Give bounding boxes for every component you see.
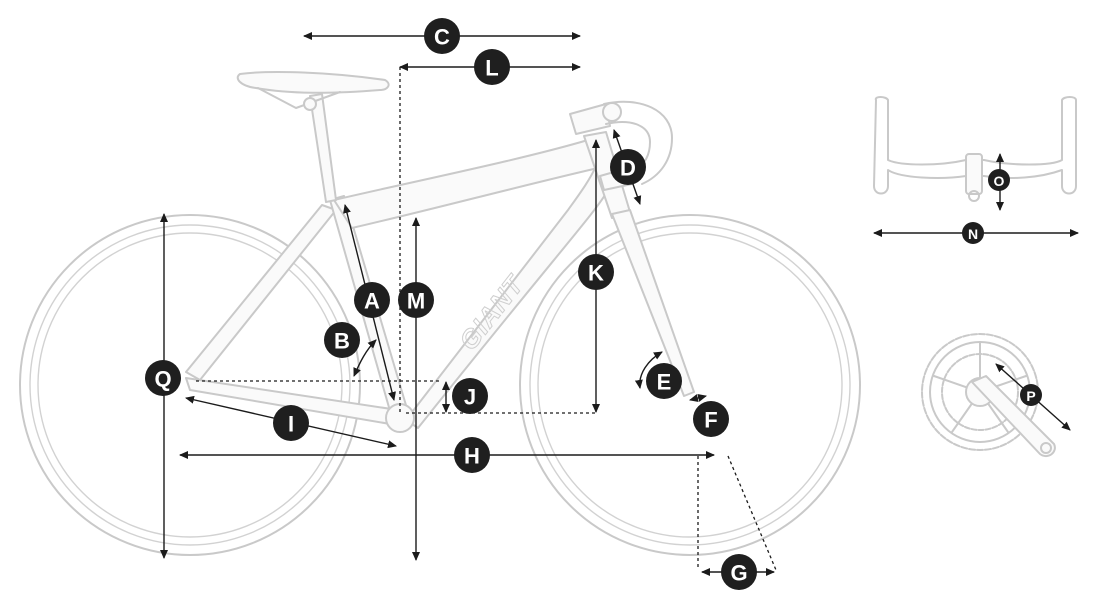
label-a: A bbox=[354, 282, 390, 318]
svg-text:P: P bbox=[1026, 388, 1035, 404]
svg-text:K: K bbox=[588, 261, 604, 286]
bike-illustration: GIANT bbox=[19, 71, 861, 556]
label-f: F bbox=[693, 401, 729, 437]
svg-text:O: O bbox=[994, 173, 1005, 189]
dimension-labels: C L D K A M B Q E J F I H G O N P bbox=[145, 18, 1042, 590]
svg-text:D: D bbox=[620, 156, 636, 181]
label-k: K bbox=[578, 254, 614, 290]
svg-text:J: J bbox=[464, 385, 476, 410]
label-e: E bbox=[646, 363, 682, 399]
label-q: Q bbox=[145, 360, 181, 396]
svg-text:M: M bbox=[407, 289, 425, 314]
trail-reference-line-2 bbox=[727, 455, 777, 571]
label-i: I bbox=[273, 405, 309, 441]
label-d: D bbox=[610, 149, 646, 185]
svg-text:H: H bbox=[464, 444, 480, 469]
svg-text:B: B bbox=[334, 329, 350, 354]
brand-logo: GIANT bbox=[453, 269, 530, 356]
handlebar-detail bbox=[873, 96, 1077, 202]
svg-text:N: N bbox=[968, 226, 978, 242]
label-m: M bbox=[398, 282, 434, 318]
svg-text:L: L bbox=[485, 56, 498, 81]
dimension-lines bbox=[160, 32, 1079, 576]
svg-text:E: E bbox=[657, 370, 672, 395]
label-h: H bbox=[454, 437, 490, 473]
svg-text:A: A bbox=[364, 289, 380, 314]
svg-text:I: I bbox=[288, 412, 294, 437]
svg-text:Q: Q bbox=[154, 367, 171, 392]
label-b: B bbox=[324, 322, 360, 358]
svg-text:F: F bbox=[704, 408, 717, 433]
label-g: G bbox=[721, 554, 757, 590]
svg-text:C: C bbox=[434, 25, 450, 50]
label-c: C bbox=[424, 18, 460, 54]
dim-arc-e bbox=[634, 351, 663, 389]
label-j: J bbox=[452, 378, 488, 414]
label-p: P bbox=[1020, 384, 1042, 406]
label-n: N bbox=[962, 222, 984, 244]
label-o: O bbox=[988, 169, 1010, 191]
dim-arc-b bbox=[353, 339, 377, 377]
dim-line-f bbox=[689, 394, 707, 402]
label-l: L bbox=[474, 49, 510, 85]
front-wheel bbox=[519, 214, 861, 556]
svg-text:G: G bbox=[730, 561, 747, 586]
